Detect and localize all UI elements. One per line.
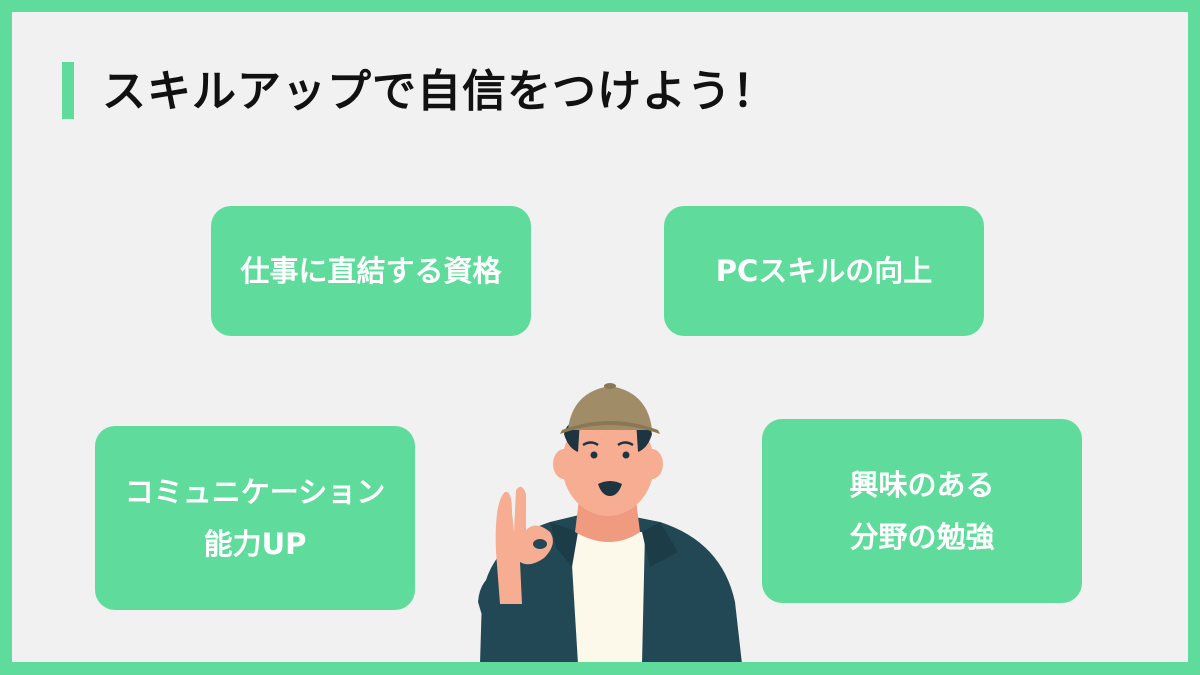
card-text: 仕事に直結する資格 — [240, 254, 502, 288]
skill-card-communication: コミュニケーション 能力UP — [95, 426, 415, 610]
skill-card-certification: 仕事に直結する資格 — [211, 206, 531, 336]
skill-card-interest-study: 興味のある 分野の勉強 — [762, 419, 1082, 603]
skill-card-pc-skills: PCスキルの向上 — [664, 206, 984, 336]
slide-frame: スキルアップで自信をつけよう！ 仕事に直結する資格 PCスキルの向上 コミュニケ… — [12, 12, 1188, 662]
card-text-line2: 能力UP — [203, 527, 307, 561]
card-text-line1: コミュニケーション — [124, 475, 386, 509]
slide-title: スキルアップで自信をつけよう！ — [102, 66, 777, 117]
card-text-line1: 興味のある — [849, 468, 995, 502]
card-text: PCスキルの向上 — [715, 254, 933, 288]
person-ok-gesture-illustration — [478, 383, 742, 662]
title-accent-bar — [62, 62, 74, 119]
card-text-line2: 分野の勉強 — [849, 520, 995, 554]
